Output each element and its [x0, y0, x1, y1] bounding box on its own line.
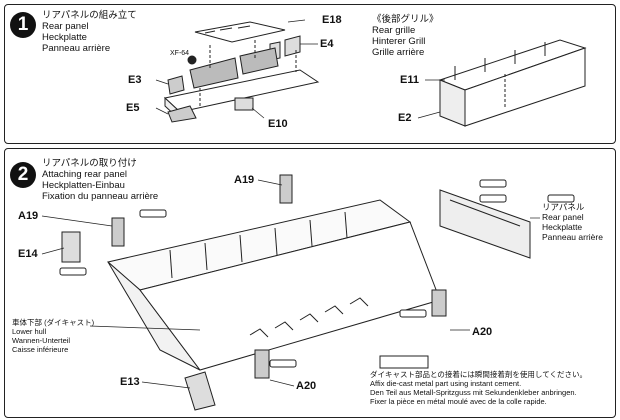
part-label-e11: E11 [400, 74, 419, 86]
part-label-e14: E14 [18, 248, 38, 260]
part-label-e3: E3 [128, 74, 142, 86]
part-label-e2: E2 [398, 112, 412, 124]
part-label-a20-right: A20 [472, 326, 493, 338]
die-cast-note: ダイキャスト部品との接着には瞬間接着剤を使用してください。 Affix die-… [370, 370, 587, 406]
paint-label-xf64: XF-64 [170, 50, 190, 57]
grille-title: 《後部グリル》 Rear grille Hinterer Grill Grill… [372, 14, 439, 58]
part-label-a19-left: A19 [18, 210, 39, 222]
step1-title: リアパネルの組み立て Rear panel Heckplatte Panneau… [42, 10, 137, 54]
step2-title: リアパネルの取り付け Attaching rear panel Heckplat… [42, 158, 159, 202]
lower-hull-label: 車体下部 (ダイキャスト) Lower hull Wannen-Untertei… [12, 318, 95, 354]
rear-panel-label: リアパネル Rear panel Heckplatte Panneau arri… [542, 202, 603, 242]
step2-number: 2 [10, 162, 36, 188]
part-label-e10: E10 [268, 118, 288, 130]
part-label-e4: E4 [320, 38, 334, 50]
part-label-e13: E13 [120, 376, 140, 388]
part-label-e5: E5 [126, 102, 140, 114]
part-label-e18: E18 [322, 14, 342, 26]
part-label-a20-bottom: A20 [296, 380, 317, 392]
part-label-a19-top: A19 [234, 174, 255, 186]
step1-number: 1 [10, 12, 36, 38]
